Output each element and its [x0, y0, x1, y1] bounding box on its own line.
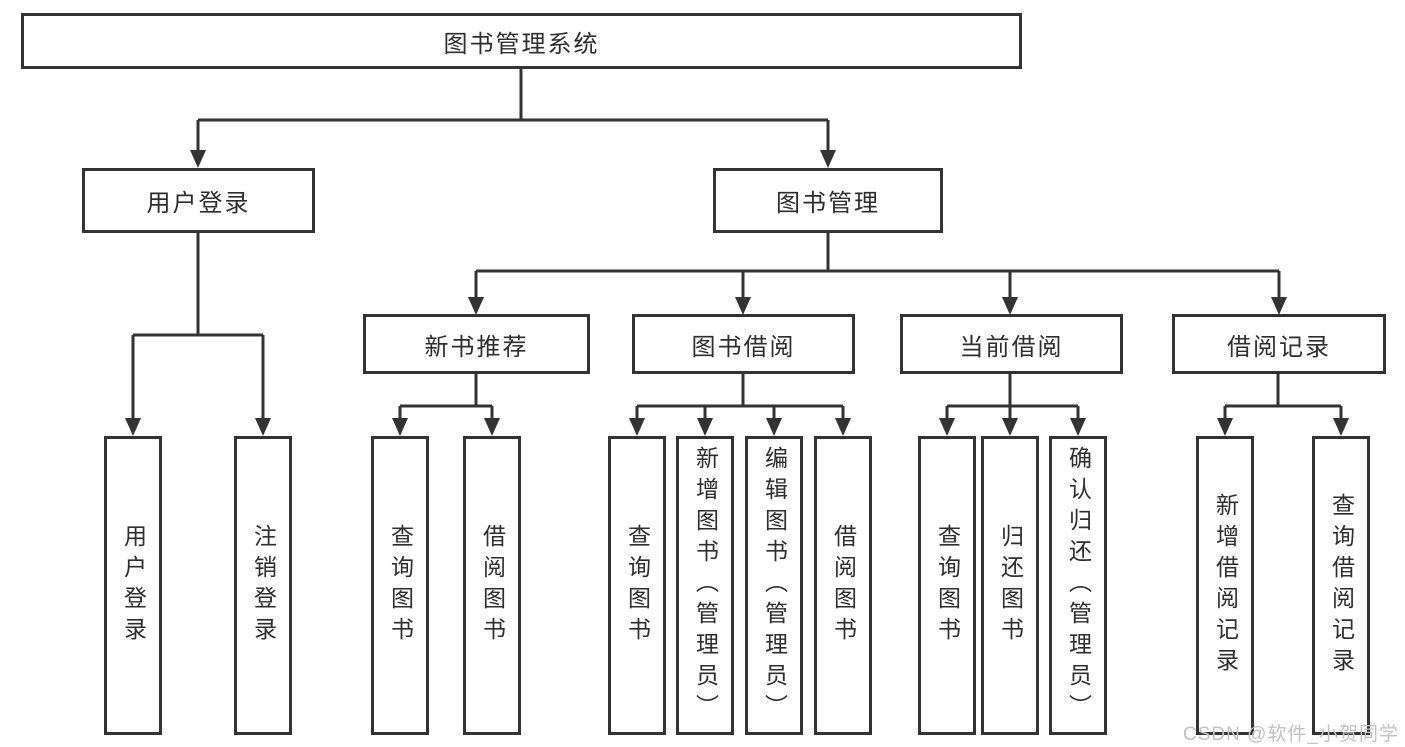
arrow-down-icon [820, 150, 836, 168]
node-book-borrowing: 图书借阅 [632, 314, 855, 374]
arrow-down-icon [1070, 418, 1086, 436]
node-leaf-user-login: 用户登录 [104, 436, 162, 735]
arrow-down-icon [484, 418, 500, 436]
connector-path [635, 374, 845, 420]
node-user-login: 用户登录 [82, 168, 315, 233]
node-leaf-return-books: 归还图书 [981, 436, 1039, 735]
node-root-system: 图书管理系统 [21, 13, 1022, 69]
arrow-down-icon [939, 418, 955, 436]
arrow-down-icon [125, 418, 141, 436]
arrow-down-icon [1333, 418, 1349, 436]
node-leaf-borrow-books-borrowing: 借阅图书 [814, 436, 872, 735]
node-book-management: 图书管理 [713, 168, 943, 233]
node-leaf-query-books-current: 查询图书 [918, 436, 976, 735]
connector-path [474, 233, 1281, 299]
arrow-down-icon [1002, 297, 1018, 315]
node-leaf-borrow-books-recommend: 借阅图书 [463, 436, 521, 735]
arrow-down-icon [190, 150, 206, 168]
node-leaf-query-books-borrowing: 查询图书 [608, 436, 666, 735]
connector-path [131, 233, 265, 420]
arrow-down-icon [1271, 297, 1287, 315]
node-new-book-recommend: 新书推荐 [363, 314, 590, 374]
arrow-down-icon [392, 418, 408, 436]
node-leaf-logout: 注销登录 [234, 436, 292, 735]
node-leaf-edit-book-admin: 编辑图书（管理员） [745, 436, 803, 735]
arrow-down-icon [1217, 418, 1233, 436]
node-leaf-query-books-recommend: 查询图书 [371, 436, 429, 735]
arrow-down-icon [735, 297, 751, 315]
arrow-down-icon [766, 418, 782, 436]
node-borrowing-records: 借阅记录 [1172, 314, 1386, 374]
connector-path [945, 374, 1080, 420]
arrow-down-icon [629, 418, 645, 436]
node-leaf-add-borrow-record: 新增借阅记录 [1196, 436, 1254, 735]
node-leaf-add-book-admin: 新增图书（管理员） [676, 436, 734, 735]
connector-path [1223, 374, 1343, 420]
csdn-watermark: CSDN @软件_小贺同学 [1183, 724, 1399, 745]
arrow-down-icon [697, 418, 713, 436]
node-current-borrowing: 当前借阅 [900, 314, 1123, 374]
connector-path [196, 69, 830, 152]
arrow-down-icon [1002, 418, 1018, 436]
node-leaf-query-borrow-record: 查询借阅记录 [1312, 436, 1370, 735]
arrow-down-icon [835, 418, 851, 436]
arrow-down-icon [468, 297, 484, 315]
node-leaf-confirm-return-admin: 确认归还（管理员） [1049, 436, 1107, 735]
arrow-down-icon [255, 418, 271, 436]
connector-path [398, 374, 494, 420]
